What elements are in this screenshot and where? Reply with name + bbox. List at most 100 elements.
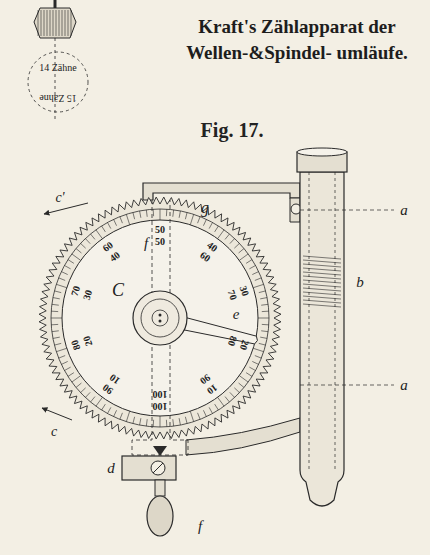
scale-tick [133, 417, 135, 424]
screw-slot [153, 463, 163, 473]
frame-arm [290, 198, 300, 222]
frame-strip [132, 200, 188, 455]
tooth-count: 14 Zähne [39, 63, 77, 73]
screw-thread [303, 280, 341, 283]
scale-tick [258, 318, 269, 319]
scale-tick [126, 411, 129, 421]
screw-thread [303, 304, 341, 307]
dial-face [62, 220, 258, 416]
scale-tick [51, 311, 58, 312]
scale-tick [81, 388, 86, 393]
screw-thread [303, 272, 341, 275]
part-letter: a [400, 378, 408, 393]
dial-number: 100 [153, 389, 168, 399]
gear-tooth [50, 10, 51, 36]
screw-thread [303, 300, 341, 303]
scale-tick [203, 410, 206, 416]
screw-thread [303, 276, 341, 279]
scale-tick [252, 361, 258, 364]
clamp-screw [151, 461, 165, 475]
scale-tick [218, 397, 224, 406]
hub-center [152, 310, 168, 326]
scale-tick [72, 254, 81, 260]
hub-pin [159, 314, 162, 317]
scale-tick [198, 217, 201, 224]
scale-tick [114, 410, 117, 416]
gear-shaft [54, 0, 57, 8]
hub [133, 291, 187, 345]
scale-tick [120, 217, 123, 224]
gear-tooth [41, 10, 42, 36]
scale-tick [91, 234, 95, 239]
scale-tick [249, 367, 255, 370]
scale-tick [225, 397, 229, 402]
gear-tooth [71, 10, 72, 36]
scale-tick [261, 330, 268, 332]
scale-tick [64, 367, 70, 370]
dial-number: 100 [153, 401, 168, 411]
hub-ring [141, 299, 179, 337]
gear-tooth [47, 10, 48, 36]
scale-tick [260, 337, 267, 338]
scale-tick [114, 219, 117, 225]
scale-tick [255, 278, 262, 281]
scale-tick [61, 272, 67, 275]
scale-tick [262, 311, 269, 312]
scale-tick [140, 211, 141, 218]
scale-tick [160, 209, 161, 220]
dial-number: 50 [155, 237, 165, 247]
section-line [300, 210, 394, 211]
scale-tick [166, 209, 167, 216]
bore-line [309, 172, 310, 470]
gear-tooth [65, 10, 66, 36]
scale-tick [81, 243, 86, 248]
scale-tick [52, 330, 59, 332]
scale-tick [160, 416, 161, 427]
scale-tick [255, 356, 262, 359]
knob-stem [155, 480, 165, 496]
screw-thread [303, 264, 341, 267]
screw-thread [303, 256, 341, 259]
scale-tick [54, 343, 61, 345]
scale-tick [253, 348, 263, 351]
scale-tick [51, 324, 58, 325]
part-letter: e [233, 307, 240, 322]
scale-tick [102, 404, 106, 410]
axis-line [55, 38, 56, 122]
scale-tick [56, 284, 66, 287]
knob [147, 496, 173, 536]
scale-tick [107, 222, 110, 228]
scale-tick [239, 254, 248, 260]
toothed-wheel [39, 197, 281, 439]
figure-number: Fig. 17. [201, 120, 264, 140]
hub-pin [159, 320, 162, 323]
scale-tick [239, 383, 244, 387]
scale-tick [96, 397, 102, 406]
part-letter: C [112, 281, 124, 299]
scale-tick [76, 383, 81, 387]
scale-tick [56, 348, 66, 351]
scale-tick [218, 230, 224, 239]
screw-thread [303, 292, 341, 295]
part-letter: g [201, 200, 209, 216]
scale-tick [53, 337, 60, 338]
scale-tick [59, 278, 66, 281]
gear-tooth [59, 10, 60, 36]
part-letter: a [400, 203, 408, 218]
scale-tick [209, 222, 212, 228]
scale-tick [102, 226, 106, 232]
worm-gear [34, 8, 76, 38]
scale-tick [261, 304, 268, 306]
part-letter: f [198, 519, 202, 534]
scale-tick [234, 243, 239, 248]
gear-tooth [44, 10, 45, 36]
scale-tick [230, 239, 235, 244]
scale-tick [190, 214, 193, 224]
bore-line [335, 172, 336, 470]
scale-tick [190, 411, 193, 421]
scale-tick [126, 214, 129, 224]
scale-tick [59, 356, 66, 359]
scale-tick [52, 304, 59, 306]
gear-tooth [38, 10, 39, 36]
